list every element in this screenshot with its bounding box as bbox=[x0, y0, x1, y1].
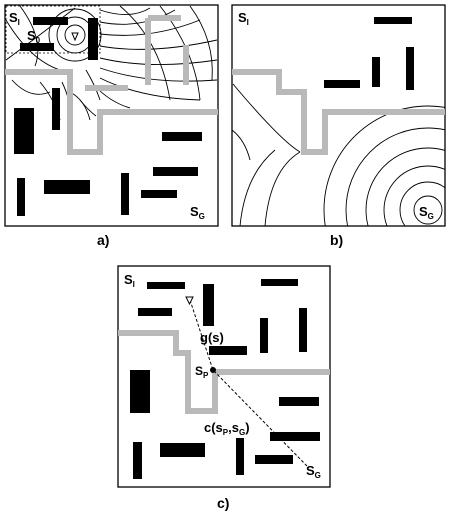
panel-a: SI S0 SG bbox=[4, 4, 219, 227]
panel-b-obstacle bbox=[324, 80, 360, 88]
panel-c-obstacle bbox=[133, 442, 142, 479]
panel-a-caption: a) bbox=[97, 232, 109, 248]
panel-c-g-label: g(s) bbox=[200, 330, 224, 345]
panel-c-goal-label: SG bbox=[306, 463, 321, 480]
panel-c-obstacle bbox=[261, 279, 298, 286]
panel-c-obstacle bbox=[209, 346, 247, 355]
panel-a-robot-marker bbox=[71, 32, 79, 42]
panel-c-obstacle bbox=[255, 455, 293, 464]
panel-c-obstacle bbox=[160, 443, 205, 457]
panel-b-obstacle bbox=[374, 17, 412, 24]
panel-b-wall bbox=[232, 69, 445, 155]
panel-c-obstacle bbox=[260, 318, 268, 353]
panel-a-current-label: S0 bbox=[27, 28, 41, 45]
panel-b-frame bbox=[231, 4, 446, 227]
panel-a-obstacle bbox=[121, 173, 129, 215]
panel-b-obstacle bbox=[372, 57, 380, 87]
panel-c-frame bbox=[117, 265, 331, 488]
panel-c-obstacle bbox=[299, 308, 307, 352]
panel-c-obstacle bbox=[147, 282, 185, 289]
panel-a-obstacle bbox=[17, 178, 25, 216]
panel-a-goal-label: SG bbox=[190, 204, 205, 221]
panel-c-robot-marker bbox=[185, 296, 194, 306]
panel-a-obstacle bbox=[20, 43, 54, 51]
panel-a-wall bbox=[5, 69, 218, 155]
panel-c-wall bbox=[118, 330, 330, 414]
panel-b-start-label: SI bbox=[238, 10, 249, 27]
panel-c-waypoint bbox=[210, 367, 216, 373]
panel-c-cost-label: c(sP,sG) bbox=[204, 420, 250, 437]
panel-a-obstacle bbox=[88, 18, 98, 60]
panel-a-start-label: SI bbox=[9, 10, 20, 27]
panel-b-goal-label: SG bbox=[419, 204, 434, 221]
panel-c: SI g(s) SP c(sP,sG) SG bbox=[117, 265, 331, 488]
panel-c-obstacle bbox=[270, 432, 320, 441]
panel-a-frame bbox=[4, 4, 219, 227]
panel-c-start-label: SI bbox=[124, 272, 135, 289]
panel-b-field-lines bbox=[232, 83, 445, 226]
panel-a-obstacle bbox=[33, 17, 68, 25]
panel-c-obstacle bbox=[130, 370, 150, 413]
panel-c-obstacle bbox=[279, 397, 319, 406]
panel-a-local-window bbox=[5, 5, 101, 54]
panel-a-obstacle bbox=[162, 132, 202, 141]
panel-a-obstacle bbox=[153, 167, 198, 176]
panel-a-obstacle bbox=[44, 180, 90, 194]
panel-b-caption: b) bbox=[330, 232, 343, 248]
panel-c-obstacle bbox=[236, 438, 244, 475]
panel-a-obstacle bbox=[52, 88, 60, 130]
panel-c-obstacle bbox=[138, 308, 172, 316]
panel-a-obstacle bbox=[141, 190, 177, 198]
panel-c-obstacle bbox=[203, 284, 214, 326]
panel-a-obstacle bbox=[14, 108, 34, 154]
panel-b: SI SG bbox=[231, 4, 446, 227]
panel-b-obstacle bbox=[406, 47, 414, 90]
panel-c-waypoint-label: SP bbox=[195, 364, 209, 380]
panel-c-caption: c) bbox=[217, 495, 229, 511]
